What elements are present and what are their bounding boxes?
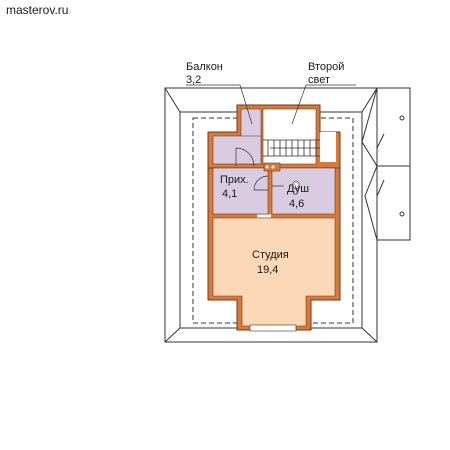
hall-name-label: Прих. — [220, 174, 249, 186]
dormer-vent — [399, 115, 405, 121]
shower-area-label: 4,6 — [289, 198, 304, 210]
hall-door-swing — [253, 175, 269, 191]
second-light-opening — [262, 108, 317, 165]
shower-name-label: Душ — [287, 183, 309, 195]
dormer-detail-line — [376, 133, 385, 149]
hall-room — [212, 167, 269, 215]
callout-leaders — [186, 84, 356, 125]
dormer-right — [361, 87, 411, 241]
site-watermark-label[interactable]: masterov.ru — [6, 3, 69, 17]
studio-name-label: Студия — [252, 249, 289, 261]
balcony-door-swing — [235, 147, 255, 167]
vent-icon — [271, 165, 275, 169]
roof-ridge-line — [361, 327, 378, 343]
doors — [235, 147, 284, 218]
second-light-label-line2: свет — [308, 74, 330, 86]
hall-area-label: 4,1 — [222, 188, 237, 200]
roof-ridge-line — [361, 87, 378, 113]
balcony-name-label: Балкон — [186, 61, 223, 73]
studio-window — [249, 324, 297, 332]
dormer-detail-line — [376, 179, 385, 197]
dormer-vent — [399, 211, 405, 217]
balcony-area-label: 3,2 — [186, 74, 201, 86]
roof-ridge-line — [164, 327, 181, 343]
toilet-icon — [292, 180, 300, 190]
vent-icon — [265, 165, 269, 169]
shower-room — [271, 167, 336, 215]
second-light-label-line1: Второй — [308, 61, 344, 73]
roof-ridge-line — [164, 87, 181, 113]
balcony-callout-line — [239, 84, 253, 125]
dormer-lower — [364, 165, 411, 241]
stair-landing — [320, 132, 336, 162]
balcony-lower-area — [212, 135, 262, 165]
studio-room — [212, 217, 336, 327]
studio-area-label: 19,4 — [257, 264, 278, 276]
second-light-callout-line — [291, 84, 307, 125]
